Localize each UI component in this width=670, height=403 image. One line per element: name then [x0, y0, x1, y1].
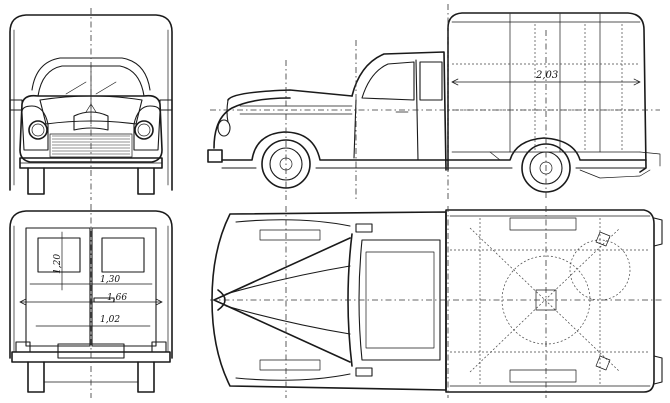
side-view: [207, 4, 661, 200]
top-view: [210, 206, 664, 398]
dim-box-length: 2,03: [535, 70, 558, 81]
dim-rear-height: 1,20: [53, 254, 63, 274]
front-view: [9, 8, 173, 200]
rear-view: [9, 204, 173, 398]
dim-rear-width-lower: 1,02: [100, 315, 120, 325]
dim-rear-width-mid: 1,66: [107, 293, 127, 303]
dim-rear-width-upper: 1,30: [100, 275, 120, 285]
